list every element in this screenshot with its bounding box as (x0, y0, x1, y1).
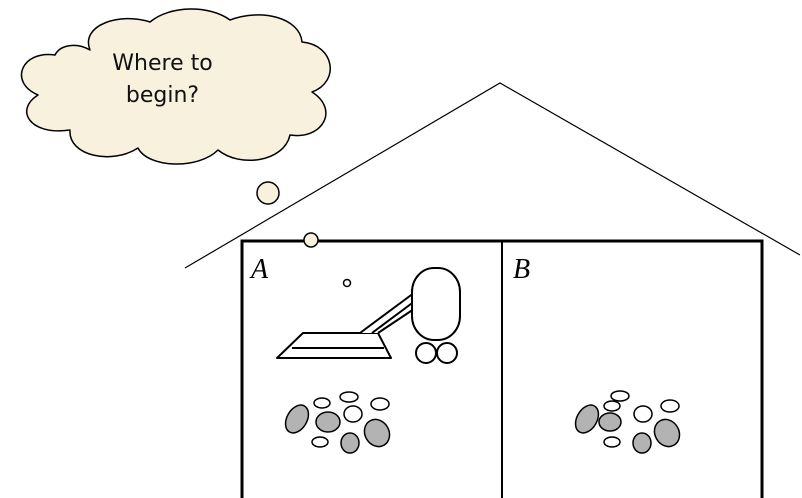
thought-bubble-text: Where to begin? (30, 48, 295, 112)
house-roof (184, 82, 801, 269)
dirt-pile-room-a (284, 391, 391, 454)
dirt-pile-room-b (574, 390, 681, 454)
vacuum-cleaner-icon (276, 267, 461, 364)
thought-cloud (20, 8, 352, 288)
room-a-label: A (251, 254, 269, 285)
thought-line-2: begin? (125, 83, 200, 108)
thought-dot-medium (303, 232, 319, 248)
thought-dot-large (256, 181, 280, 205)
room-b-label: B (513, 254, 531, 285)
thought-line-1: Where to (112, 51, 213, 76)
thought-dot-small (342, 278, 352, 288)
